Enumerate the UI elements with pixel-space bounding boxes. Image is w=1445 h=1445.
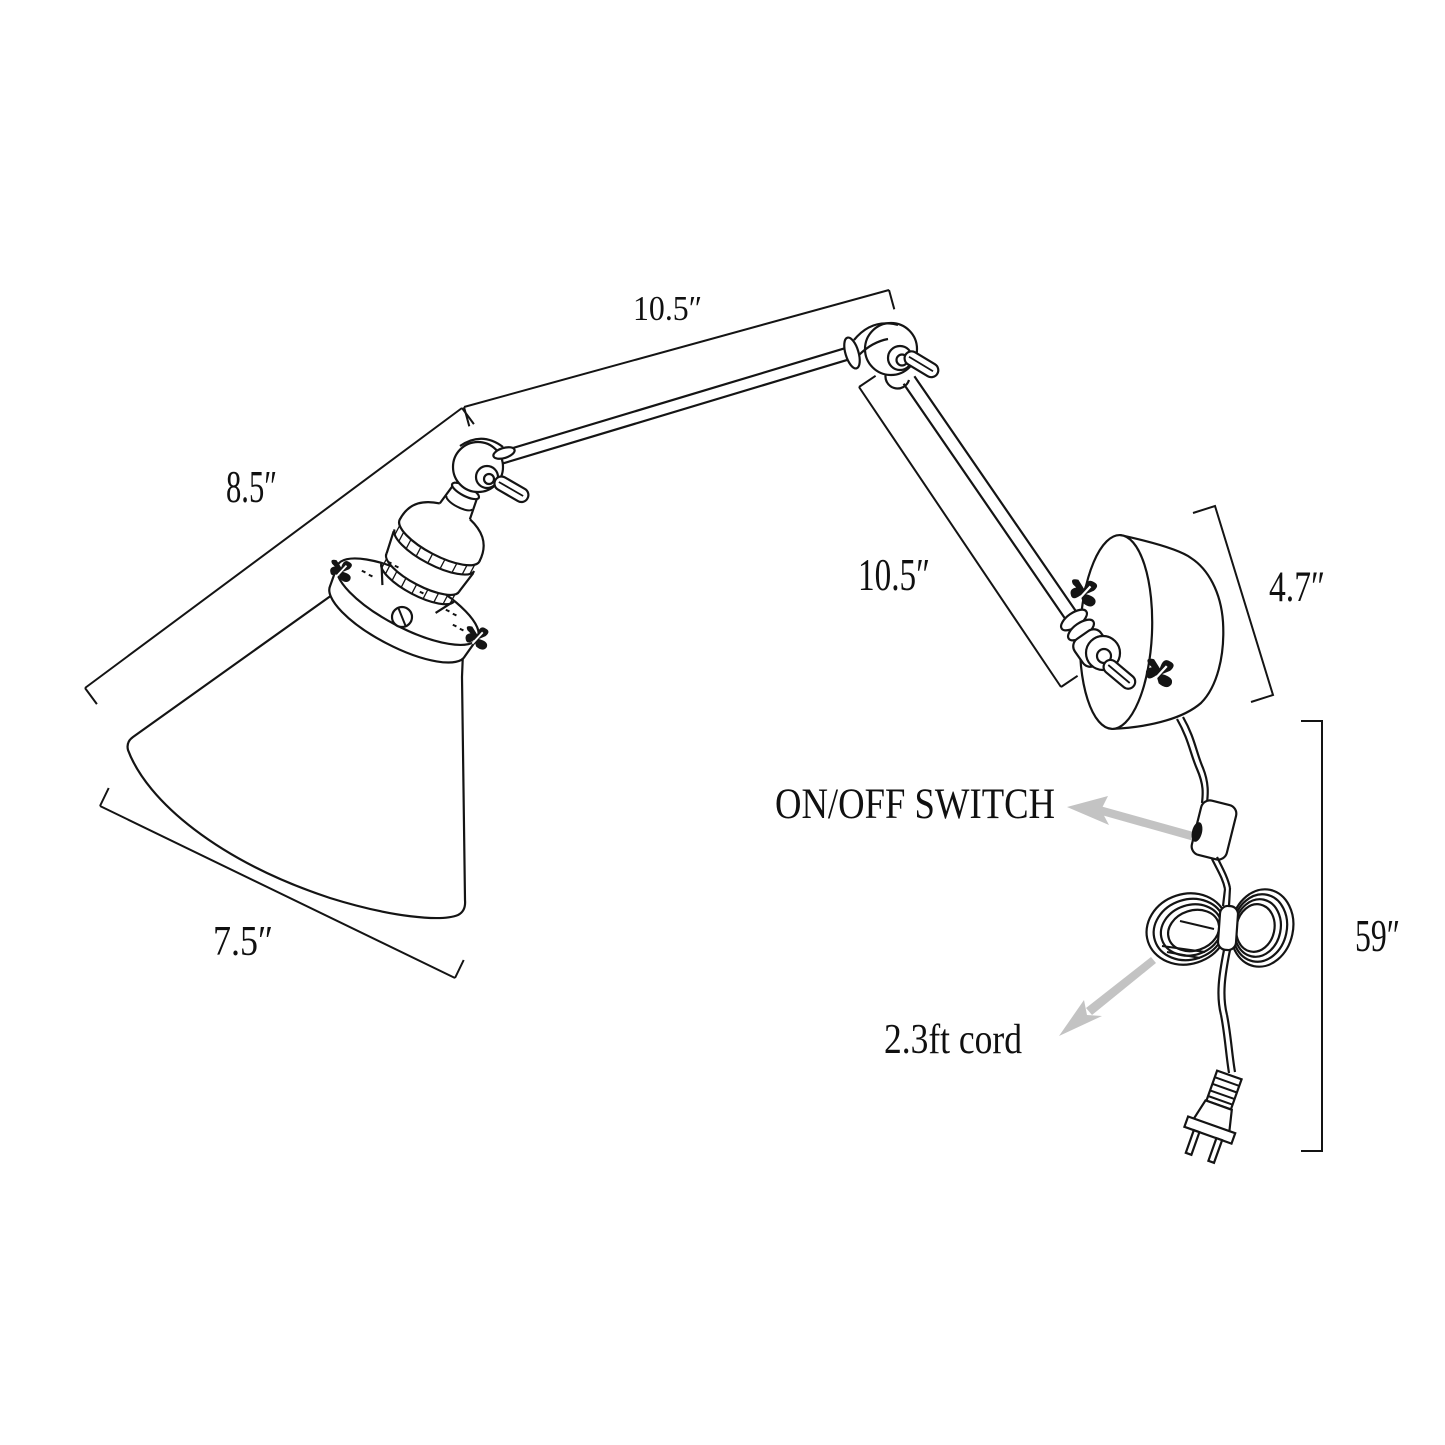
svg-text:7.5″: 7.5″ bbox=[213, 919, 273, 965]
svg-text:4.7″: 4.7″ bbox=[1269, 564, 1325, 611]
svg-text:10.5″: 10.5″ bbox=[858, 550, 930, 600]
svg-text:59″: 59″ bbox=[1355, 911, 1400, 961]
svg-text:ON/OFF SWITCH: ON/OFF SWITCH bbox=[775, 781, 1055, 828]
svg-text:2.3ft cord: 2.3ft cord bbox=[884, 1017, 1022, 1063]
svg-text:8.5″: 8.5″ bbox=[226, 461, 277, 512]
svg-text:10.5″: 10.5″ bbox=[633, 289, 702, 328]
